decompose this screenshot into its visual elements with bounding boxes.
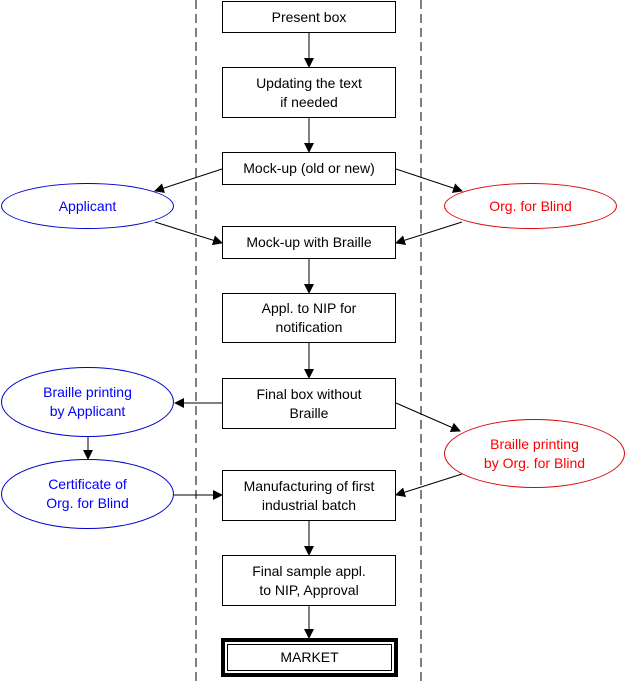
step-mockup: Mock-up (old or new) — [222, 152, 396, 185]
step-market: MARKET — [221, 638, 398, 677]
step-mockup-braille: Mock-up with Braille — [222, 226, 396, 259]
arrow-braille-org-to-manufacturing — [395, 473, 463, 498]
arrow-final-box-to-braille-org — [395, 402, 461, 432]
step-manufacturing: Manufacturing of first industrial batch — [222, 470, 396, 521]
step-updating-text: Updating the text if needed — [222, 67, 396, 118]
arrow-applicant-to-mockup-braille — [154, 221, 223, 246]
arrow-mockup-to-applicant — [154, 168, 223, 193]
step-present-box: Present box — [222, 1, 396, 33]
actor-applicant: Applicant — [1, 183, 174, 229]
actor-certificate-org-blind: Certificate of Org. for Blind — [1, 459, 174, 529]
actor-braille-printing-org: Braille printing by Org. for Blind — [444, 419, 625, 488]
step-final-box: Final box without Braille — [222, 378, 396, 429]
step-final-sample: Final sample appl. to NIP, Approval — [222, 555, 396, 606]
actor-braille-printing-applicant: Braille printing by Applicant — [1, 367, 174, 437]
arrow-mockup-to-org — [395, 168, 463, 193]
market-label: MARKET — [227, 644, 392, 671]
arrow-org-to-mockup-braille — [395, 221, 463, 246]
step-appl-nip: Appl. to NIP for notification — [222, 293, 396, 343]
actor-org-for-blind: Org. for Blind — [444, 183, 617, 229]
